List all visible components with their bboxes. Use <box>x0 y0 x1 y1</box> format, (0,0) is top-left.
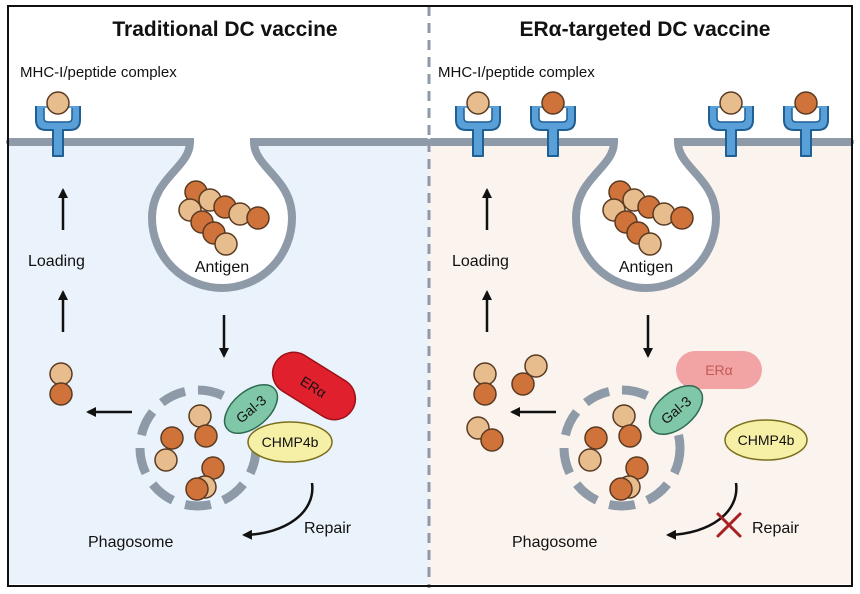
left-mhc-label: MHC-I/peptide complex <box>20 64 177 81</box>
chmp4b-label: CHMP4b <box>738 432 795 448</box>
chmp4b-label: CHMP4b <box>262 434 319 450</box>
right-title: ERα-targeted DC vaccine <box>520 18 771 41</box>
repair-arrow-icon <box>666 482 738 540</box>
right-repair-label: Repair <box>752 520 800 537</box>
gal3-protein: Gal-3 <box>223 384 279 434</box>
chmp4b-protein: CHMP4b <box>724 419 808 461</box>
mhc-receptor <box>455 91 501 157</box>
mhc-receptor <box>35 91 81 157</box>
blocked-cross-icon <box>716 512 742 538</box>
era-protein-degraded: ERα <box>676 351 762 389</box>
left-loading-label: Loading <box>28 253 85 270</box>
right-phagosome-label: Phagosome <box>512 534 597 551</box>
gal3-protein: Gal-3 <box>648 385 704 435</box>
right-antigen-label: Antigen <box>619 259 673 276</box>
phagosome-contents <box>154 404 225 501</box>
antigen-cluster <box>602 180 694 256</box>
chmp4b-protein: CHMP4b <box>247 421 333 463</box>
left-phagosome-label: Phagosome <box>88 534 173 551</box>
era-protein: ERα <box>271 351 357 421</box>
released-peptides <box>466 354 548 452</box>
mhc-receptor <box>783 91 829 157</box>
era-label: ERα <box>705 362 733 378</box>
antigen-cluster <box>178 180 270 256</box>
mhc-receptor <box>530 91 576 157</box>
left-antigen-label: Antigen <box>195 259 249 276</box>
phagosome <box>559 385 685 511</box>
cell-membrane <box>6 138 854 292</box>
right-loading-label: Loading <box>452 253 509 270</box>
left-title: Traditional DC vaccine <box>112 18 337 41</box>
phagosome-contents <box>578 404 649 501</box>
mhc-receptor <box>708 91 754 157</box>
repair-arrow-icon <box>242 482 314 540</box>
figure-border <box>7 5 853 587</box>
released-peptides <box>49 362 73 406</box>
right-mhc-label: MHC-I/peptide complex <box>438 64 595 81</box>
left-repair-label: Repair <box>304 520 352 537</box>
